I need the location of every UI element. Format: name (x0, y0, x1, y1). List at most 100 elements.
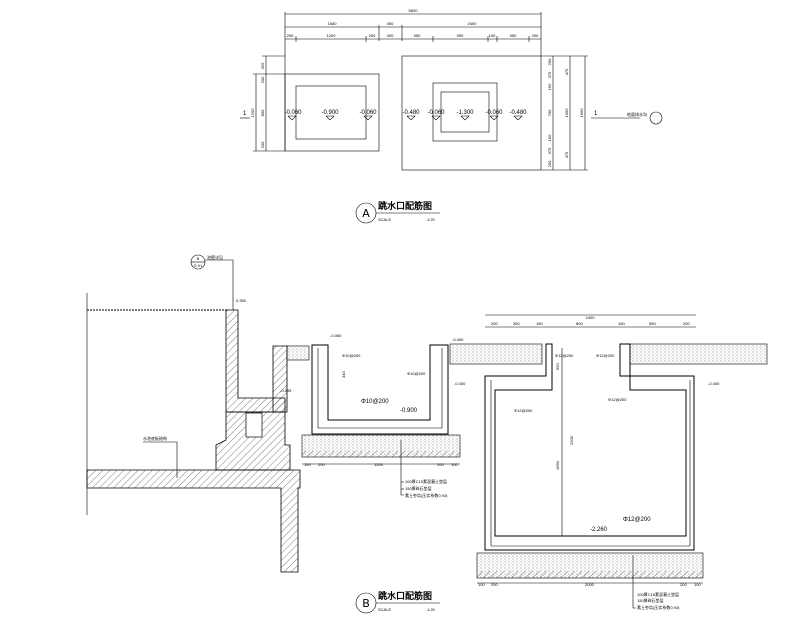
dim: 1680 (328, 21, 338, 26)
elevation-label: -0.400 (454, 381, 466, 386)
overall-dim: 5600 (409, 8, 419, 13)
title-b: B 跳水口配筋图 SCALE 1:20 (355, 590, 440, 614)
title-a: A 跳水口配筋图 SCALE 1:20 (355, 200, 440, 224)
elevation-label: -1.300 (456, 110, 474, 116)
dim: 400 (387, 21, 394, 26)
elevation-label: -0.060 (427, 110, 445, 116)
scale-value: 1:20 (427, 607, 436, 612)
dim: 1950 (579, 108, 584, 118)
plan-elevations: -0.060 -0.900 -0.060 -0.480 -0.060 -1.30… (284, 110, 527, 121)
scale-label: SCALE (378, 217, 391, 222)
dim: 200 (437, 462, 444, 467)
rebar-label: Φ12@200 (608, 397, 627, 402)
dim: 340 (341, 371, 346, 378)
dim: 200 (369, 33, 376, 38)
plan-outlines (240, 55, 640, 171)
dim: 375 (547, 71, 552, 78)
scale-label: SCALE (378, 607, 391, 612)
dim: 150 (547, 134, 552, 141)
section-view: B G.01 池壁详见 0.350 -0.095 水池底板结构 -0.060 Φ… (86, 254, 768, 614)
dim: 200 (491, 321, 498, 326)
scale-value: 1:20 (427, 217, 436, 222)
elevation-label: -2.260 (590, 527, 608, 533)
dim: 200 (318, 462, 325, 467)
left-plan-dims: 325 200 800 200 1200 (250, 62, 265, 148)
rebar-label: Φ10@200 (407, 371, 426, 376)
dim: 1200 (327, 33, 337, 38)
large-pit (484, 343, 695, 551)
elevation-label: -0.400 (452, 337, 464, 342)
plan-view: 5600 1680 400 2400 200 1200 200 400 550 … (240, 8, 663, 224)
dim: 100 (304, 462, 311, 467)
elevation-label: -0.095 (280, 388, 292, 393)
dim: 200 (547, 160, 552, 167)
note: 150厚碎石垫层 (637, 597, 664, 603)
dim: 2200 (569, 435, 574, 445)
right-plan-dims: 200 375 150 700 150 375 200 475 1050 475… (547, 58, 584, 167)
elevation-label: -0.060 (284, 110, 302, 116)
elevation-label: -0.060 (330, 333, 342, 338)
dim: 550 (649, 321, 656, 326)
drawing-title: 跳水口配筋图 (378, 590, 432, 602)
dim: 200 (680, 582, 687, 587)
callout-label: 地面排水沟 (627, 111, 647, 117)
ref-letter: B (197, 256, 200, 261)
drawing-title: 跳水口配筋图 (378, 200, 432, 212)
small-channel (311, 344, 449, 435)
dim: 800 (260, 109, 265, 116)
plan-dimensions (284, 12, 542, 56)
dim: 100 (451, 462, 458, 467)
dim: 1650 (555, 460, 560, 470)
dim: 950 (457, 33, 464, 38)
dim: 200 (260, 141, 265, 148)
rebar-label: Φ12@200 (514, 408, 533, 413)
dim: 2400 (586, 315, 596, 320)
note: 150厚碎石垫层 (405, 485, 432, 491)
dim: 200 (287, 33, 294, 38)
floor-slab (86, 469, 301, 573)
dim: 150 (489, 33, 496, 38)
dim: 550 (510, 33, 517, 38)
dim: 200 (547, 58, 552, 65)
title-letter: B (362, 597, 370, 610)
elevation-label: -0.480 (402, 110, 420, 116)
rebar-label: Φ12@200 (623, 517, 651, 523)
dim: 475 (564, 151, 569, 158)
rebar-label: Φ10@200 (342, 353, 361, 358)
note: 100厚C15素混凝土垫层 (637, 591, 679, 597)
dim: 325 (260, 62, 265, 69)
dim: 350 (513, 321, 520, 326)
rebar-label: Φ12@200 (596, 353, 615, 358)
title-letter: A (362, 207, 370, 220)
dim: 200 (491, 582, 498, 587)
rebar-label: Φ12@200 (555, 353, 574, 358)
dim: 100 (478, 582, 485, 587)
dim: 400 (387, 33, 394, 38)
detail-callout-icon (649, 111, 663, 125)
note: 100厚C15素混凝土垫层 (405, 478, 447, 484)
dim: 150 (547, 83, 552, 90)
elevation-label: -0.900 (321, 110, 339, 116)
dim: 200 (260, 76, 265, 83)
elevation-label: -0.060 (359, 110, 377, 116)
dim: 800 (576, 321, 583, 326)
dim: 700 (547, 109, 552, 116)
dim: 550 (414, 33, 421, 38)
dim: 550 (555, 363, 560, 370)
dim: 1200 (374, 462, 384, 467)
elevation-label: -0.900 (400, 408, 418, 414)
dim: 150 (536, 321, 543, 326)
section-mark: 1 (594, 111, 598, 117)
section-mark: 1 (243, 111, 247, 117)
dim: 1050 (564, 108, 569, 118)
dim: 475 (564, 68, 569, 75)
dim: 2000 (585, 582, 595, 587)
dim: 1200 (250, 108, 255, 118)
dim: 150 (618, 321, 625, 326)
note: 素土夯实(压实系数0.93) (405, 492, 448, 498)
ref-sheet: G.01 (194, 263, 203, 268)
elevation-label: 0.350 (236, 298, 247, 303)
dim: 2400 (468, 21, 478, 26)
elevation-label: -0.400 (708, 381, 720, 386)
